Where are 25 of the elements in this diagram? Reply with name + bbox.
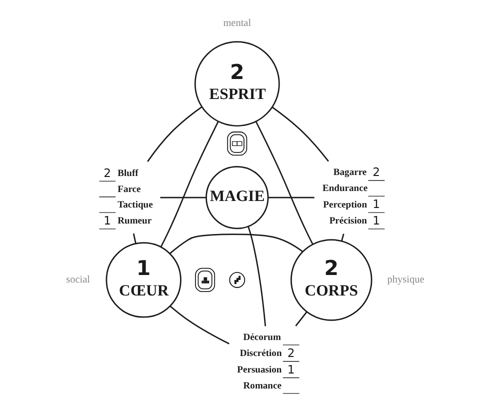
connector <box>294 311 307 326</box>
node-text: Décorum Discrétion 2 Persuasion 1 Romance <box>236 332 294 392</box>
node-label: physique <box>386 274 424 286</box>
node-circle: 1 CŒUR <box>105 242 181 318</box>
node-circle: 2 CORPS <box>290 239 372 321</box>
connector <box>132 233 136 244</box>
node-label: social <box>66 274 90 286</box>
node-picture <box>194 268 215 292</box>
node-text: Bagarre 2 Endurance Perception 1 Précision 1 <box>322 165 380 228</box>
node-picture <box>226 132 247 156</box>
connector <box>340 234 344 242</box>
node-circle: 2 ESPRIT <box>194 41 280 127</box>
connector <box>168 234 303 254</box>
connector <box>254 121 313 245</box>
connector <box>169 306 229 344</box>
connector <box>160 121 218 248</box>
connector <box>268 196 314 198</box>
node-text: 2 Bluff Farce Tactique 1 Rumeur <box>103 166 152 228</box>
connector <box>247 226 266 326</box>
node-circle: MAGIE <box>205 166 268 230</box>
node-picture <box>228 272 245 288</box>
connector <box>160 196 206 198</box>
connector <box>271 106 328 162</box>
connector <box>146 106 202 162</box>
node-label: mental <box>222 18 251 29</box>
